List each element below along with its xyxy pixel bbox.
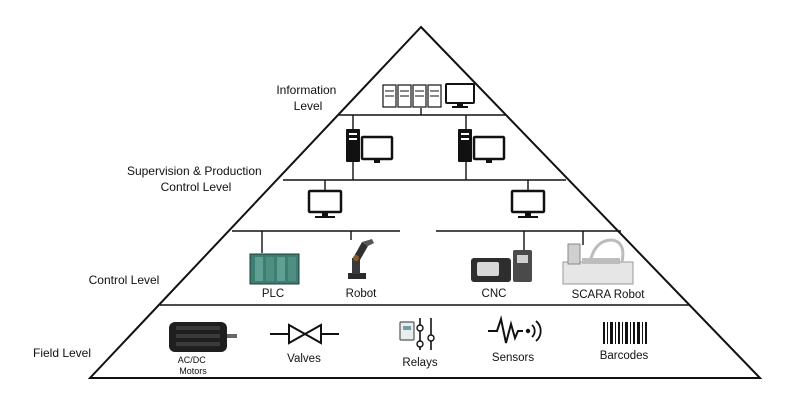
server-rack-icon [397,84,412,108]
server-rack-icon [382,84,397,108]
sensor-device: Sensors [488,315,542,364]
motor-icon [169,322,237,352]
scara-device: SCARA Robot [562,238,646,301]
server-rack-icon [412,84,427,108]
barcode-icon [603,322,647,344]
workstation-icon [346,129,394,163]
barcodes-label: Barcodes [600,350,649,362]
valves-label: Valves [287,353,321,365]
field-level-label: Field Level [33,346,91,360]
robot-label: Robot [346,288,377,300]
supervision-workstation-left [346,115,394,163]
barcode-device: Barcodes [600,322,649,362]
motors-label: AC/DC Motors [178,355,209,376]
pyramid-outline [87,25,763,379]
cnc-label: CNC [482,288,507,300]
monitor-icon [307,189,343,218]
scara-label: SCARA Robot [572,289,646,301]
control-hmi-right [510,180,546,218]
information-level-servers [382,83,475,115]
server-rack-icon [427,84,442,108]
sensor-icon [488,315,542,344]
relay-device: Relays [399,318,438,369]
valve-icon [270,323,339,345]
supervision-level-label: Supervision & Production Control Level [127,164,265,194]
workstation-icon [458,129,506,163]
plc-icon [249,253,300,285]
motor-device: AC/DC Motors [169,322,237,376]
control-level-label: Control Level [89,273,160,287]
relay-icon [399,318,435,350]
monitor-icon [510,189,546,218]
monitor-icon [445,83,475,108]
valve-device: Valves [270,323,339,365]
relays-label: Relays [402,357,437,369]
supervision-workstation-right [458,115,506,163]
cnc-device: CNC [471,250,532,300]
plc-label: PLC [262,288,284,300]
robot-arm-icon [348,239,374,279]
cnc-machine-icon [471,250,532,282]
information-level-label: Information Level [276,83,339,113]
control-hmi-left [307,180,343,218]
sensors-label: Sensors [492,352,534,364]
robot-device: Robot [346,239,377,300]
scara-robot-icon [562,238,634,285]
plc-device: PLC [249,253,300,300]
